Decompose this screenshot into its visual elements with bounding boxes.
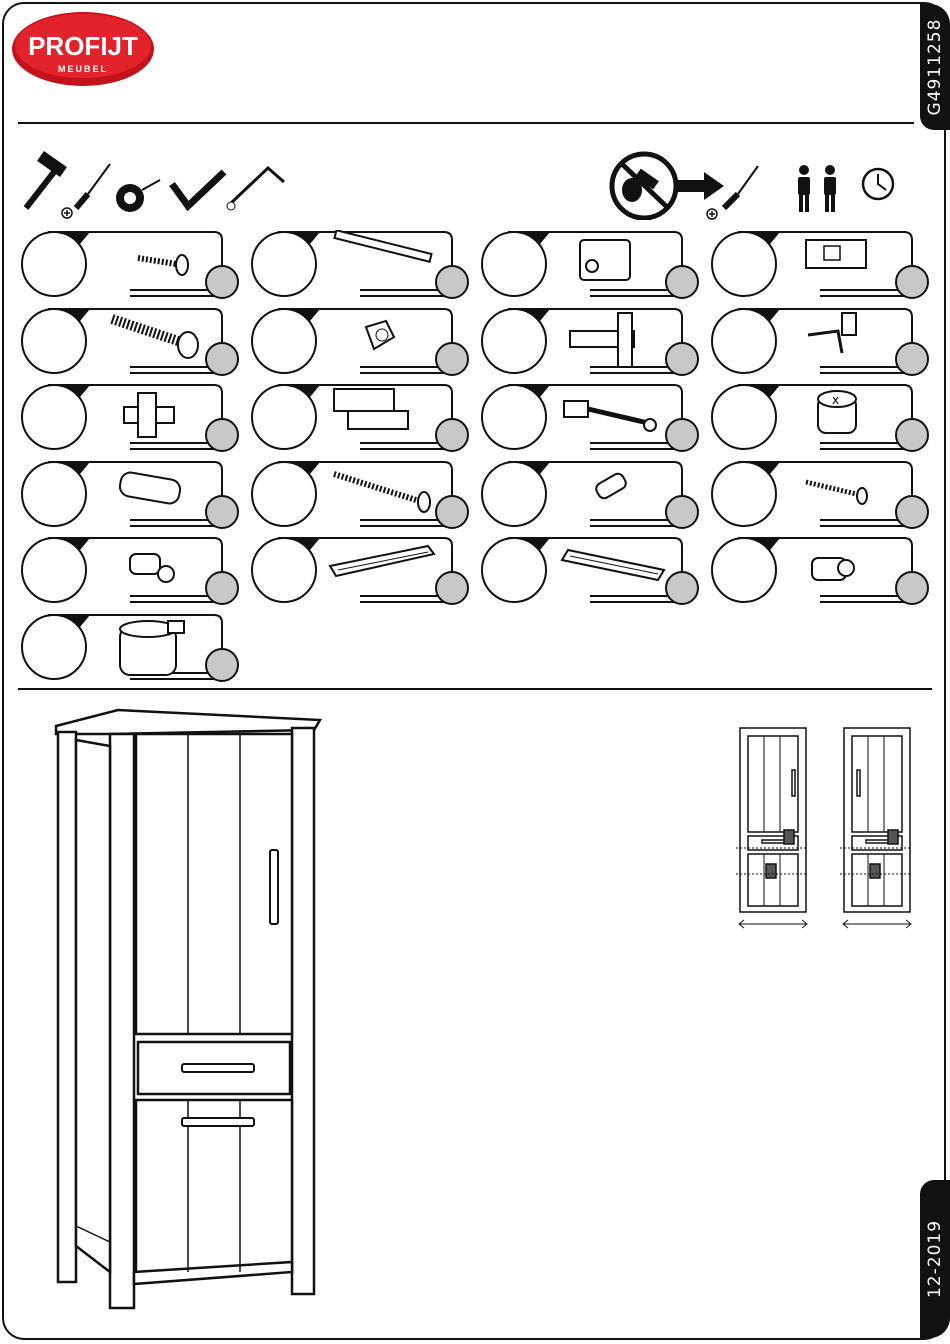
hammer-icon <box>26 151 67 208</box>
part-item <box>18 460 242 530</box>
shelf-pin-icon-glyph <box>808 313 856 353</box>
tools-row <box>18 150 918 220</box>
phillips-screwdriver-icon <box>62 164 110 218</box>
part-item <box>18 383 242 453</box>
article-code-tab: G4911258 <box>920 4 950 130</box>
part-item <box>248 536 472 606</box>
parts-divider <box>18 688 932 690</box>
large-cam-housing-icon <box>18 613 242 683</box>
shelf-pin-icon <box>708 307 932 377</box>
wooden-dowel-icon <box>18 460 242 530</box>
cam-connector-block-icon-glyph <box>580 240 630 280</box>
wooden-dowel-icon-glyph <box>118 471 181 505</box>
article-code: G4911258 <box>925 19 945 116</box>
wafer-head-screw-icon <box>18 230 242 300</box>
part-item <box>708 307 932 377</box>
date-code: 12-2019 <box>925 1220 945 1298</box>
long-screw-icon-glyph <box>334 474 430 512</box>
short-screw-icon-glyph <box>806 482 867 504</box>
part-item <box>478 307 702 377</box>
part-item <box>248 307 472 377</box>
plastic-dowel-icon <box>478 460 702 530</box>
drawer-runner-left-icon <box>248 536 472 606</box>
expansion-bolt-icon-glyph <box>130 554 174 582</box>
brand-logo: PROFIJT MEUBEL <box>10 10 156 88</box>
svg-text:PROFIJT: PROFIJT <box>28 31 138 61</box>
drawer-runner-right-icon-glyph <box>562 550 664 580</box>
set-square-icon <box>172 172 224 206</box>
tall-cabinet-icon <box>48 706 328 1316</box>
cabinet-hinge-right-icon <box>734 724 814 934</box>
svg-text:x: x <box>832 393 839 407</box>
expansion-bolt-icon <box>18 536 242 606</box>
connector-pin-icon-glyph <box>564 401 656 431</box>
part-item <box>18 307 242 377</box>
part-item <box>708 536 932 606</box>
part-item <box>478 536 702 606</box>
drawer-runner-right-icon <box>478 536 702 606</box>
short-screw-icon <box>708 460 932 530</box>
tape-measure-icon <box>116 180 160 212</box>
part-item <box>248 230 472 300</box>
handle-bar-icon <box>248 230 472 300</box>
cam-connector-block-icon <box>478 230 702 300</box>
door-damper-icon <box>248 383 472 453</box>
hinge-mounting-plate-icon <box>18 383 242 453</box>
clock-icon <box>863 169 893 199</box>
part-item <box>248 383 472 453</box>
large-cam-housing-icon-glyph <box>120 621 184 675</box>
connector-bolt-icon-glyph <box>112 319 198 358</box>
part-item <box>478 460 702 530</box>
concealed-hinge-icon-glyph <box>570 313 634 367</box>
handle-bar-icon-glyph <box>334 230 431 261</box>
part-item <box>478 230 702 300</box>
part-item <box>18 613 242 683</box>
wafer-head-screw-icon-glyph <box>138 255 188 275</box>
connector-bolt-icon <box>18 307 242 377</box>
long-screw-icon <box>248 460 472 530</box>
no-power-drill-icon <box>612 154 676 218</box>
shelf-support-block-icon <box>708 230 932 300</box>
concealed-hinge-icon <box>478 307 702 377</box>
shelf-support-block-icon-glyph <box>806 240 866 268</box>
cam-lock-icon-glyph: x <box>818 391 856 433</box>
part-item <box>708 460 932 530</box>
part-item <box>248 460 472 530</box>
hinge-mounting-plate-icon-glyph <box>124 393 174 437</box>
insert-nut-icon-glyph <box>812 558 854 580</box>
part-item <box>18 230 242 300</box>
two-persons-icon <box>798 165 836 212</box>
svg-text:MEUBEL: MEUBEL <box>58 64 108 74</box>
corner-cam-fitting-icon <box>248 307 472 377</box>
date-code-tab: 12-2019 <box>920 1180 950 1338</box>
cabinet-hinge-left-icon <box>838 724 918 934</box>
part-item <box>708 230 932 300</box>
door-damper-icon-glyph <box>334 389 408 429</box>
header-divider <box>18 122 914 124</box>
connector-pin-icon <box>478 383 702 453</box>
allen-key-icon <box>227 168 284 210</box>
drawer-runner-left-icon-glyph <box>330 546 434 576</box>
plastic-dowel-icon-glyph <box>594 472 628 501</box>
part-item: x <box>708 383 932 453</box>
corner-cam-fitting-icon-glyph <box>366 321 394 349</box>
part-item <box>478 383 702 453</box>
part-item <box>18 536 242 606</box>
arrow-right-icon <box>678 172 724 200</box>
insert-nut-icon <box>708 536 932 606</box>
cam-lock-icon: x <box>708 383 932 453</box>
